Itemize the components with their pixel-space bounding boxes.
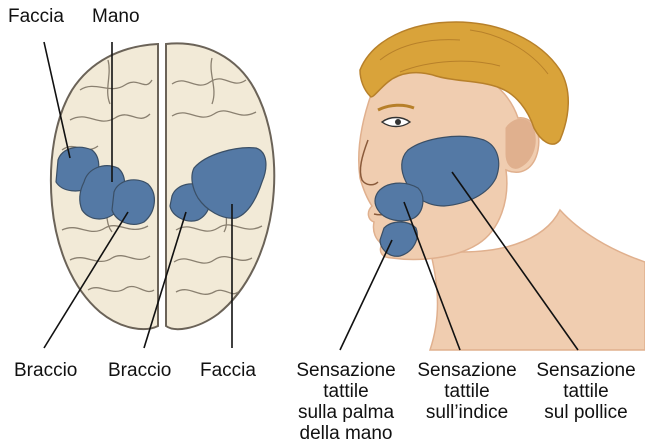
label-palm-line-1: Sensazione [286,360,406,381]
label-faccia-bottom: Faccia [200,360,256,381]
label-palm-line-4: della mano [286,423,406,444]
label-thumb-line-2: tattile [530,381,642,402]
label-thumb-line-3: sul pollice [530,402,642,423]
label-braccio-2: Braccio [108,360,171,381]
head-illustration [359,22,645,350]
label-palm-line-2: tattile [286,381,406,402]
label-braccio-1: Braccio [14,360,77,381]
label-palm: Sensazione tattile sulla palma della man… [286,360,406,444]
region-left-arm [112,180,154,225]
sensory-regions [56,147,266,224]
label-mano: Mano [92,6,140,27]
label-thumb-line-1: Sensazione [530,360,642,381]
label-thumb: Sensazione tattile sul pollice [530,360,642,423]
label-faccia-top: Faccia [8,6,64,27]
label-index-line-2: tattile [412,381,522,402]
label-index-line-1: Sensazione [412,360,522,381]
label-palm-line-3: sulla palma [286,402,406,423]
pupil [395,119,401,125]
label-index-line-3: sull’indice [412,402,522,423]
region-index [375,183,423,221]
label-index: Sensazione tattile sull’indice [412,360,522,423]
leader-palm [340,240,392,350]
